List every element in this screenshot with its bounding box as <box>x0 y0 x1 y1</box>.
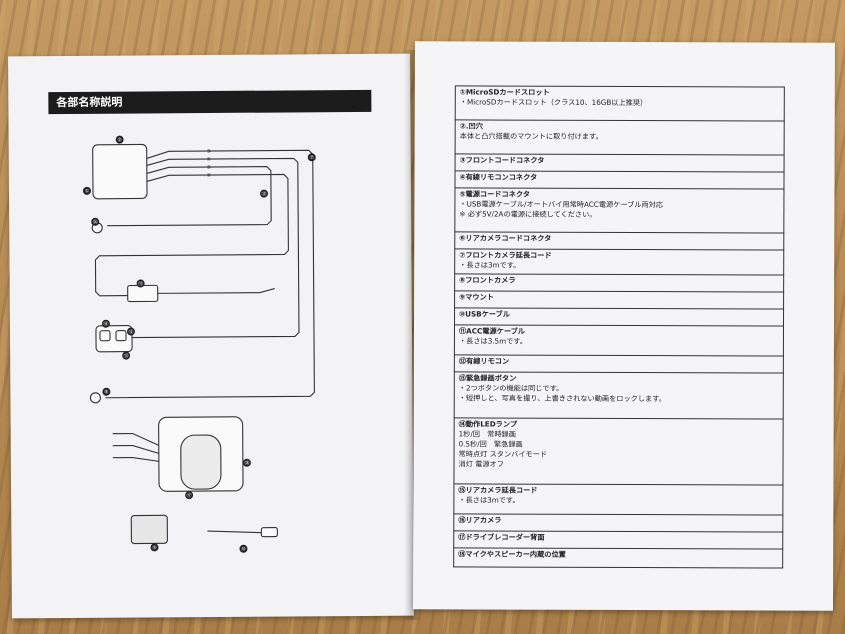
part-title: ⑯リアカメラ <box>458 515 502 525</box>
part-row: ②.凹穴本体と凸穴搭載のマウントに取り付けます。 <box>454 120 785 156</box>
part-title: ③フロントコードコネクタ <box>459 155 545 165</box>
callout-number: ⑪ <box>138 280 143 287</box>
callout-number: ⑰ <box>187 492 192 499</box>
callout-number: ④ <box>207 157 212 163</box>
part-row: ⑧フロントカメラ <box>454 274 785 293</box>
callout-number: ⑬ <box>124 352 129 359</box>
part-title: ⑩USBケーブル <box>459 309 510 319</box>
manual-left-page: 各部名称説明 <box>8 53 414 619</box>
part-description-line: ・長さは3mです。 <box>458 495 520 505</box>
usb-cable <box>207 530 262 534</box>
diagram-callouts <box>82 135 316 553</box>
part-row: ⑨マウント <box>454 291 785 310</box>
acc-cable <box>94 173 289 297</box>
front-camera <box>89 392 101 404</box>
part-row: ⑰ドライブレコーダー背面 <box>453 531 784 550</box>
callout-number: ⑯ <box>93 219 98 226</box>
callout-number: ⑦ <box>309 155 314 161</box>
callout-number: ① <box>85 189 90 195</box>
part-row: ⑬緊急録画ボタン・2つボタンの機能は同じです。・短押しと、写真を撮り、上書きされ… <box>453 372 784 420</box>
parts-table: ①MicroSDカードスロット・MicroSDカードスロット（クラス10、16G… <box>453 85 785 569</box>
part-title: ④有線リモコンコネクタ <box>459 172 538 182</box>
part-row: ⑩USBケーブル <box>454 308 785 327</box>
front-extension-cord <box>105 149 315 399</box>
recorder-unit <box>92 143 148 200</box>
parts-diagram: ① ② ③ ④ ⑤ ⑥ ⑦ ⑧ ⑨ ⑩ ⑪ ⑫ ⑬ ⑭ ⑮ ⑯ ⑰ ⑱ <box>82 135 316 553</box>
part-row: ⑪ACC電源ケーブル・長さは3.5mです。 <box>453 325 784 357</box>
part-title: ⑥リアカメラコードコネクタ <box>459 233 552 243</box>
part-row: ⑯リアカメラ <box>453 514 784 533</box>
part-title: ⑫有線リモコン <box>458 356 510 366</box>
callout-number: ③ <box>206 149 211 155</box>
part-row: ④有線リモコンコネクタ <box>454 171 785 190</box>
mount <box>130 514 168 545</box>
part-row: ⑤電源コードコネクタ・USB電源ケーブル/オートバイ用常時ACC電源ケーブル両対… <box>454 188 785 234</box>
part-description-line: ・長さは3mです。 <box>459 260 521 270</box>
callout-number: ⑱ <box>244 460 249 467</box>
part-description-line: ・長さは3.5mです。 <box>458 336 527 346</box>
part-description-line: 本体と凸穴搭載のマウントに取り付けます。 <box>459 131 603 141</box>
callout-number: ⑭ <box>103 321 108 328</box>
acc-fuse-box <box>127 284 159 303</box>
callout-number: ⑥ <box>207 173 212 179</box>
callout-number: ⑧ <box>104 390 109 396</box>
part-description-line: ※ 必ず5V/2Aの電源に接続してください。 <box>459 209 597 219</box>
part-title: ⑧フロントカメラ <box>459 275 516 285</box>
wired-remote <box>95 325 133 353</box>
manual-right-page: ①MicroSDカードスロット・MicroSDカードスロット（クラス10、16G… <box>413 41 835 611</box>
callout-number: ⑤ <box>207 165 212 171</box>
callout-number: ② <box>117 137 122 143</box>
part-row: ⑫有線リモコン <box>453 355 784 374</box>
rear-extension-cord <box>107 166 272 227</box>
part-description-line: ・MicroSDカードスロット（クラス10、16GB以上推奨） <box>459 97 648 108</box>
remote-cord <box>132 157 300 339</box>
part-title: ⑰ドライブレコーダー背面 <box>458 532 545 542</box>
callout-number: ⑫ <box>128 328 133 335</box>
callout-number: ⑮ <box>261 190 266 197</box>
part-row: ⑥リアカメラコードコネクタ <box>454 232 785 251</box>
part-title: ⑨マウント <box>459 292 494 302</box>
part-row: ⑮リアカメラ延長コード・長さは3mです。 <box>453 484 784 516</box>
part-row: ③フロントコードコネクタ <box>454 154 785 173</box>
callout-number: ⑨ <box>152 545 157 551</box>
part-description-line: 消灯 電源オフ <box>458 459 504 469</box>
connector-cables <box>146 150 239 182</box>
part-row: ⑦フロントカメラ延長コード・長さは3mです。 <box>454 249 785 276</box>
part-title: ⑱マイクやスピーカー内蔵の位置 <box>458 549 566 559</box>
part-row: ①MicroSDカードスロット・MicroSDカードスロット（クラス10、16G… <box>454 86 785 122</box>
part-description-line: ・短押しと、写真を撮り、上書きされない動画をロックします。 <box>458 393 666 404</box>
callout-number: ⑩ <box>241 547 246 553</box>
part-description-line: 常時点灯 スタンバイモード <box>458 449 548 459</box>
part-row: ⑱マイクやスピーカー内蔵の位置 <box>453 548 784 569</box>
